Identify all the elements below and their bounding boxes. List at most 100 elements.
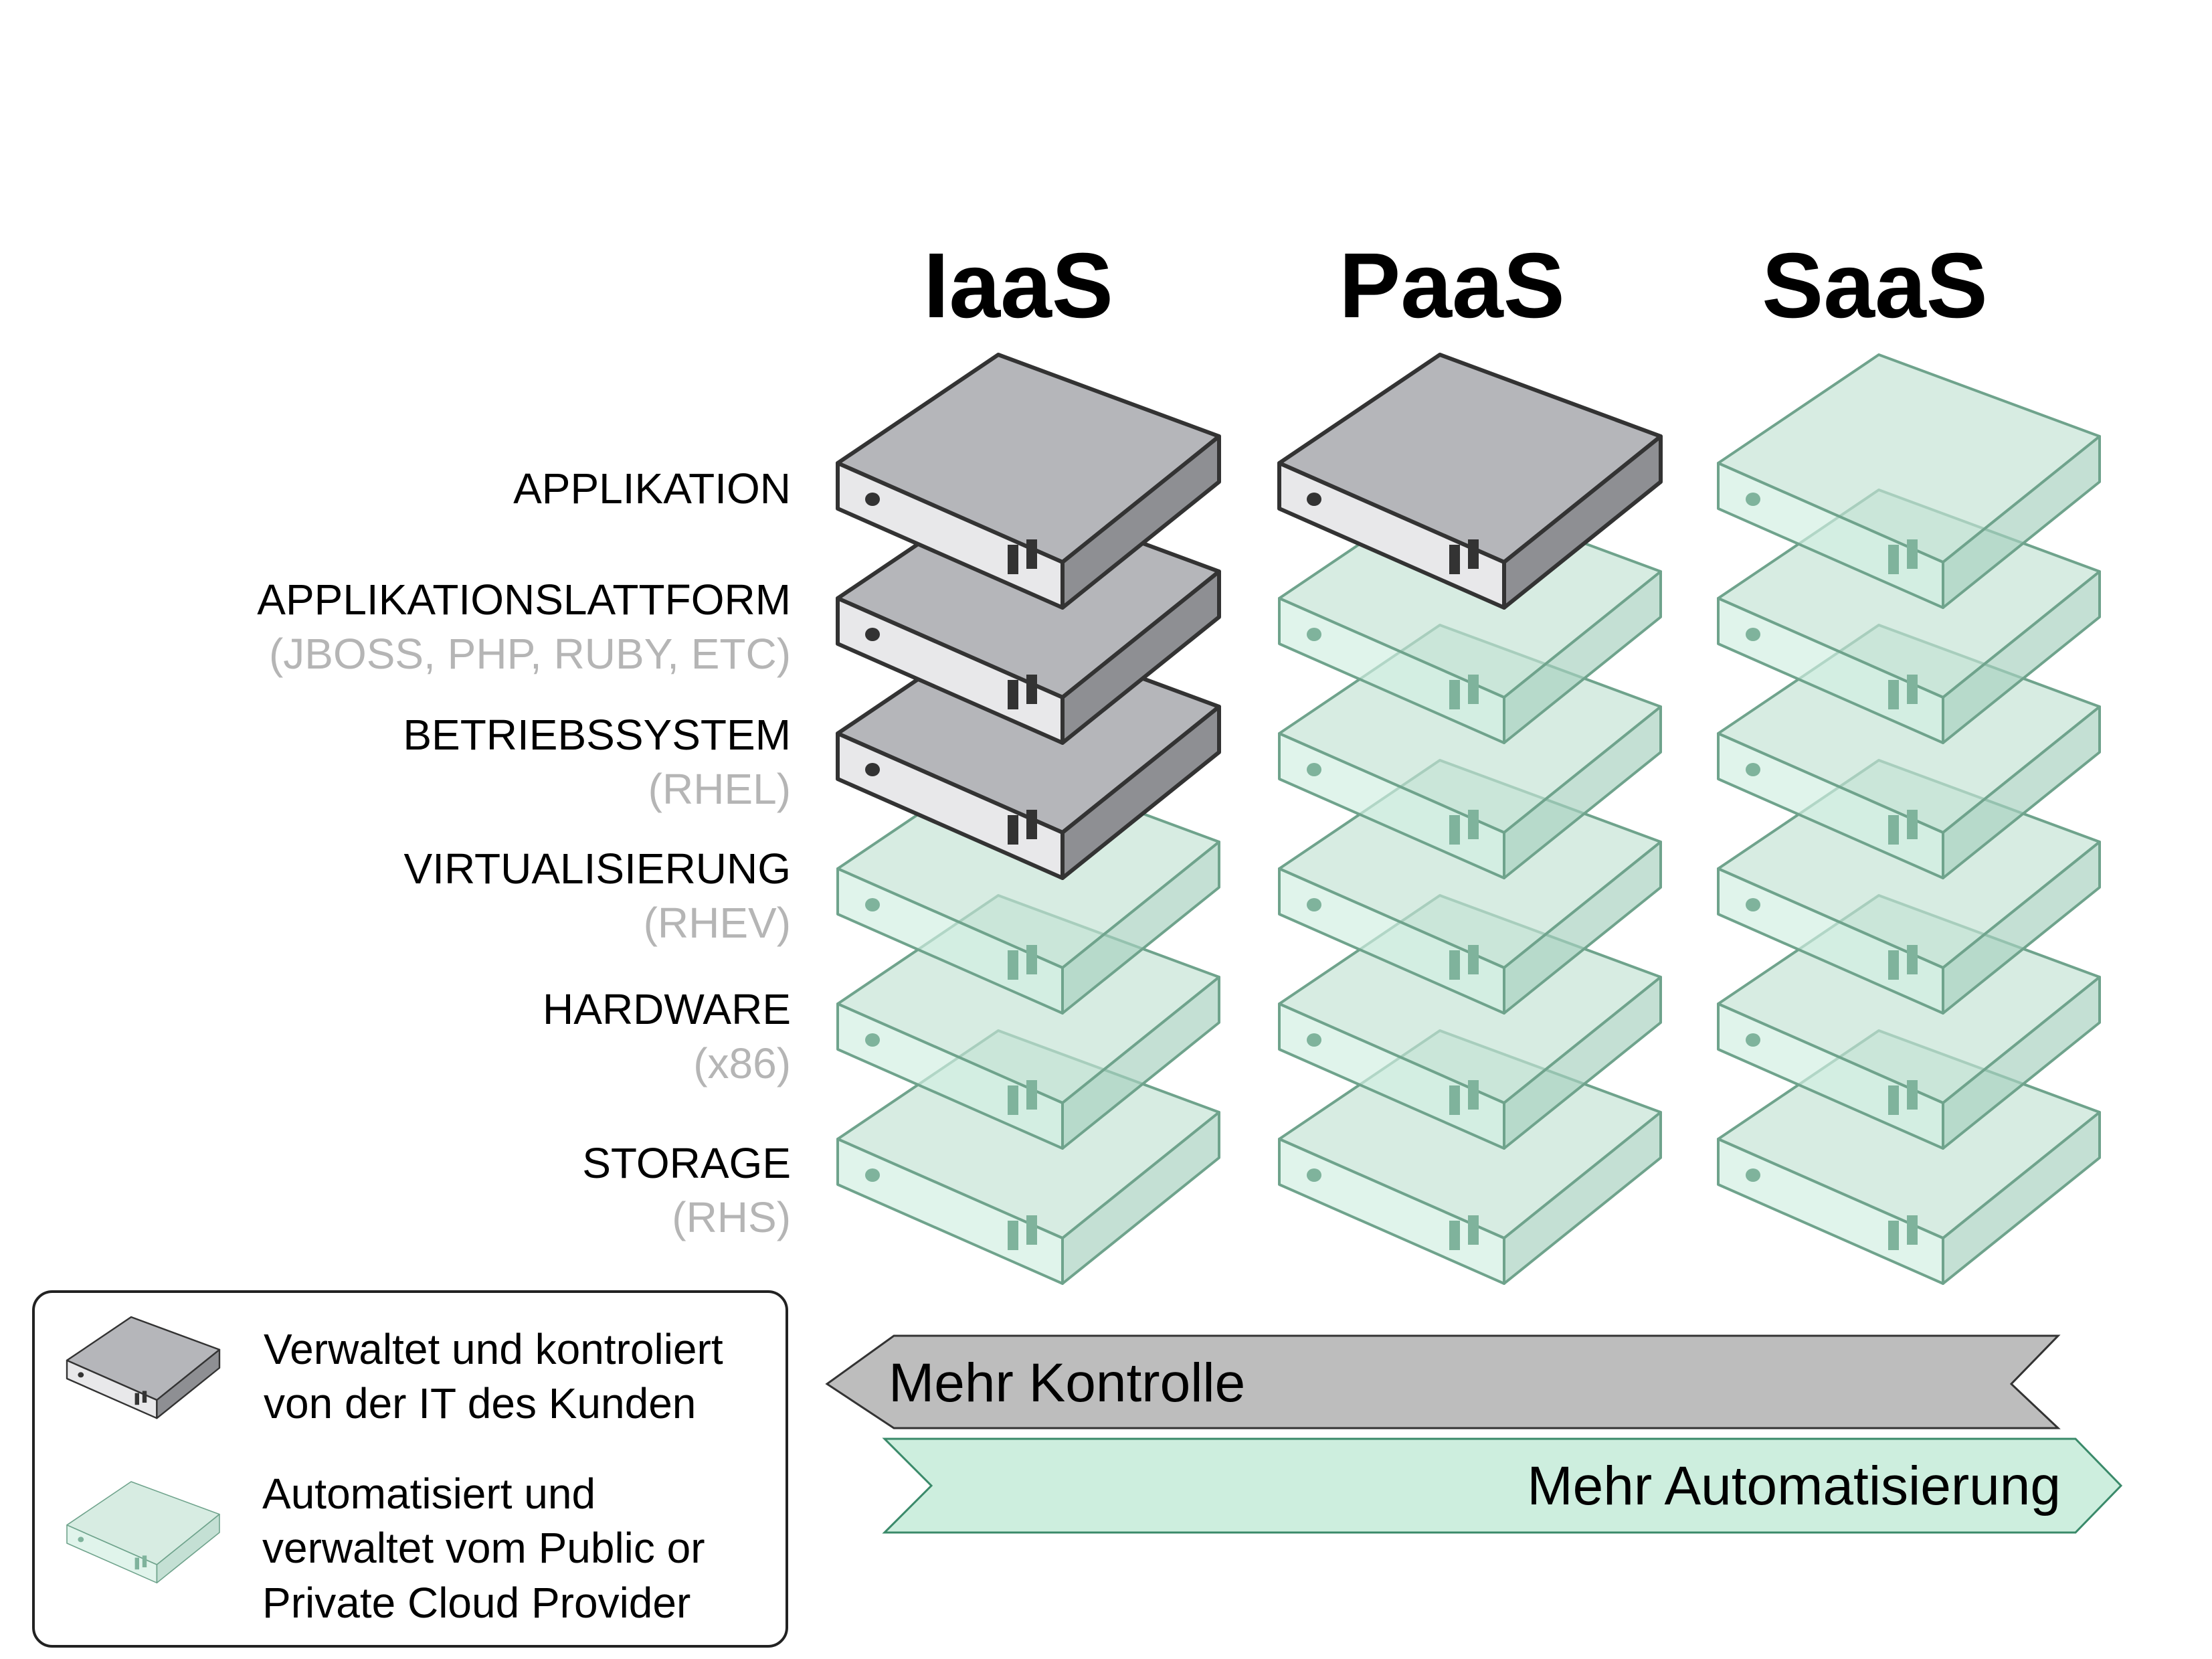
mehr-kontrolle-arrow [825, 1334, 2061, 1429]
server-side-face [1502, 434, 1663, 610]
server-led-icon [865, 493, 880, 506]
server-led-icon [78, 1537, 84, 1543]
server-side-face [1503, 705, 1662, 879]
server-slot-icon [1026, 810, 1037, 839]
server-led-icon [865, 898, 880, 911]
server-slot-icon [1008, 680, 1018, 709]
layer-label-betriebssystem: BETRIEBSSYSTEM (RHEL) [403, 711, 791, 813]
server-led-icon [865, 628, 880, 641]
server-slot-icon [134, 1557, 139, 1570]
server-slot-icon [1907, 1215, 1918, 1245]
legend-provider-server-icon [66, 1481, 220, 1583]
server-slot-icon [1907, 810, 1918, 839]
server-led-icon [1746, 1033, 1760, 1047]
server-side-face [1061, 705, 1221, 880]
server-side-face [1061, 434, 1221, 610]
server-led-icon [865, 1033, 880, 1047]
layer-label-applikationsplattform: APPLIKATIONSLATTFORM (JBOSS, PHP, RUBY, … [257, 576, 791, 678]
server-slot-icon [1008, 545, 1018, 574]
server-side-face [1503, 841, 1662, 1015]
legend-customer-text: Verwaltet und kontroliert von der IT des… [264, 1325, 723, 1428]
server-led-icon [78, 1372, 84, 1378]
legend-box [32, 1290, 788, 1648]
server-led-icon [1307, 763, 1321, 776]
column-title-paas: PaaS [1339, 234, 1565, 337]
mehr-kontrolle-label: Mehr Kontrolle [889, 1352, 1246, 1413]
legend-customer-server-icon [66, 1316, 221, 1419]
server-slot-icon [1888, 1085, 1899, 1115]
server-led-icon [865, 1168, 880, 1182]
server-side-face [1942, 841, 2101, 1015]
server-slot-icon [1468, 675, 1479, 704]
server-slot-icon [1907, 945, 1918, 974]
layer-label-virtualisierung: VIRTUALISIERUNG (RHEV) [403, 845, 792, 947]
server-led-icon [1746, 763, 1760, 776]
server-slot-icon [134, 1393, 139, 1405]
server-slot-icon [1449, 680, 1460, 709]
server-side-face [1503, 570, 1662, 744]
server-slot-icon [1468, 1215, 1479, 1245]
server-slot-icon [1468, 810, 1479, 839]
layer-label-storage: STORAGE (RHS) [582, 1139, 791, 1241]
server-side-face [1061, 976, 1220, 1150]
server-slot-icon [1449, 950, 1460, 980]
server-saas-layer-1 [1717, 353, 2101, 609]
server-slot-icon [142, 1555, 147, 1567]
server-side-face [156, 1514, 220, 1583]
server-side-face [1503, 976, 1662, 1150]
server-slot-icon [1907, 1080, 1918, 1110]
server-slot-icon [1008, 950, 1018, 980]
arrows [825, 1334, 2123, 1534]
column-title-saas: SaaS [1762, 234, 1988, 337]
server-slot-icon [1008, 1085, 1018, 1115]
server-side-face [1503, 1111, 1662, 1285]
server-slot-icon [142, 1391, 147, 1403]
server-slot-icon [1026, 539, 1037, 569]
server-side-face [1942, 435, 2101, 609]
server-led-icon [1307, 628, 1321, 641]
server-led-icon [1746, 898, 1760, 911]
layer-label-hardware: HARDWARE (x86) [543, 985, 791, 1087]
layer-label-applikation: APPLIKATION [513, 464, 791, 513]
column-title-iaas: IaaS [923, 234, 1113, 337]
server-side-face [1942, 1111, 2101, 1285]
server-side-face [156, 1348, 221, 1419]
server-slot-icon [1468, 539, 1479, 569]
server-led-icon [1746, 628, 1760, 641]
server-slot-icon [1449, 1221, 1460, 1250]
mehr-automatisierung-arrow [882, 1437, 2123, 1534]
server-slot-icon [1449, 545, 1460, 574]
server-slot-icon [1888, 545, 1899, 574]
server-led-icon [1307, 898, 1321, 911]
server-slot-icon [1888, 950, 1899, 980]
server-slot-icon [1026, 1215, 1037, 1245]
server-slot-icon [1888, 1221, 1899, 1250]
mehr-automatisierung-label: Mehr Automatisierung [1527, 1456, 2061, 1516]
server-side-face [1942, 976, 2101, 1150]
server-slot-icon [1888, 815, 1899, 845]
server-led-icon [1746, 493, 1760, 506]
server-led-icon [1746, 1168, 1760, 1182]
server-slot-icon [1468, 1080, 1479, 1110]
server-slot-icon [1888, 680, 1899, 709]
server-slot-icon [1907, 539, 1918, 569]
server-side-face [1942, 705, 2101, 879]
server-led-icon [865, 763, 880, 776]
server-slot-icon [1449, 815, 1460, 845]
server-stacks [836, 353, 2101, 1285]
legend-provider-text: Automatisiert und verwaltet vom Public o… [262, 1470, 705, 1627]
server-slot-icon [1008, 815, 1018, 845]
server-led-icon [1307, 1033, 1321, 1047]
server-side-face [1061, 570, 1221, 745]
server-led-icon [1307, 493, 1321, 506]
server-paas-layer-1 [1277, 353, 1663, 610]
server-slot-icon [1008, 1221, 1018, 1250]
server-slot-icon [1026, 675, 1037, 704]
server-side-face [1061, 841, 1220, 1015]
server-iaas-layer-1 [836, 353, 1221, 610]
server-slot-icon [1468, 945, 1479, 974]
server-slot-icon [1026, 945, 1037, 974]
server-slot-icon [1907, 675, 1918, 704]
server-side-face [1942, 570, 2101, 744]
